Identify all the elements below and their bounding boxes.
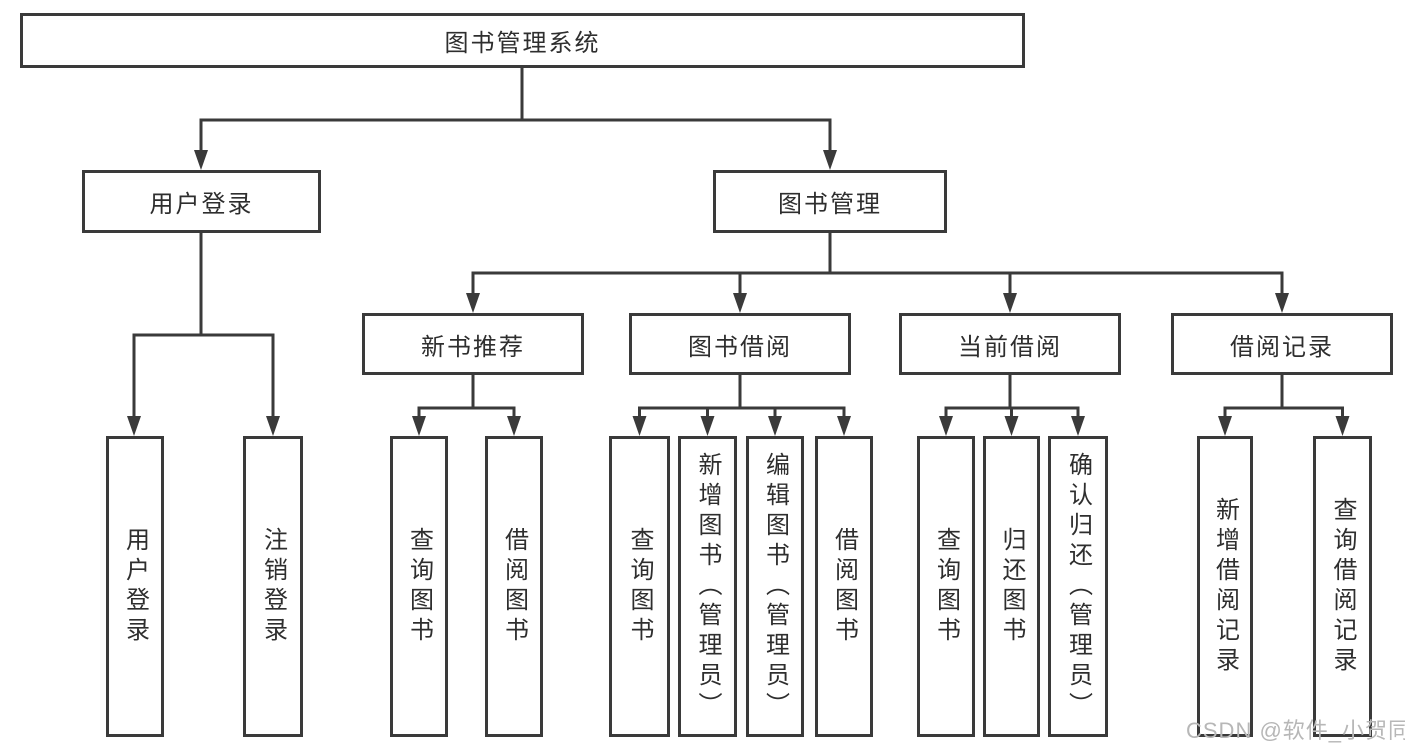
leaf-logout: 注销登录 (243, 436, 303, 737)
arrow-down-icon (823, 150, 837, 170)
node-label: 注销登录 (259, 526, 287, 647)
connector-records-to-leaves (1223, 375, 1344, 420)
node-current-borrowing: 当前借阅 (899, 313, 1121, 375)
node-library-management-system: 图书管理系统 (20, 13, 1025, 68)
arrow-down-icon (266, 416, 280, 436)
arrow-down-icon (939, 416, 953, 436)
node-user-login: 用户登录 (82, 170, 321, 233)
node-label: 编辑图书（管理员） (761, 451, 789, 722)
arrowheads (127, 150, 1350, 436)
node-label: 用户登录 (149, 191, 254, 218)
node-label: 查询图书 (405, 526, 433, 647)
node-book-borrowing: 图书借阅 (629, 313, 851, 375)
node-label: 查询图书 (626, 526, 653, 647)
leaf-query-books: 查询图书 (609, 436, 670, 737)
arrow-down-icon (1003, 293, 1017, 313)
node-label: 图书管理系统 (444, 30, 601, 57)
arrow-down-icon (1275, 293, 1289, 313)
connector-current-to-leaves (944, 375, 1080, 420)
connector-borrowing-to-leaves (638, 375, 846, 420)
arrow-down-icon (768, 416, 782, 436)
node-label: 确认归还（管理员） (1064, 451, 1092, 722)
arrow-down-icon (1335, 416, 1350, 436)
leaf-return-books: 归还图书 (983, 436, 1040, 737)
connector-newbooks-to-leaves (417, 375, 516, 420)
arrow-down-icon (700, 416, 715, 436)
arrow-down-icon (1071, 416, 1085, 436)
leaf-query-books: 查询图书 (917, 436, 975, 737)
arrow-down-icon (194, 150, 208, 170)
node-label: 用户登录 (121, 526, 149, 647)
leaf-query-borrow-record: 查询借阅记录 (1313, 436, 1372, 737)
arrow-down-icon (837, 416, 851, 436)
node-book-management: 图书管理 (713, 170, 947, 233)
leaf-confirm-return-admin: 确认归还（管理员） (1048, 436, 1108, 737)
node-label: 新增借阅记录 (1211, 496, 1239, 677)
node-label: 图书管理 (778, 191, 882, 218)
leaf-user-login: 用户登录 (106, 436, 164, 737)
node-label: 图书借阅 (688, 333, 792, 361)
node-label: 新书推荐 (421, 333, 525, 361)
node-label: 新增图书（管理员） (694, 451, 721, 722)
node-label: 借阅图书 (830, 526, 858, 647)
node-label: 借阅记录 (1230, 333, 1334, 361)
node-label: 借阅图书 (500, 526, 528, 647)
arrow-down-icon (127, 416, 141, 436)
leaf-borrow-books: 借阅图书 (485, 436, 543, 737)
node-label: 查询图书 (932, 526, 960, 647)
arrow-down-icon (507, 416, 521, 436)
arrow-down-icon (1004, 416, 1019, 436)
leaf-borrow-books: 借阅图书 (815, 436, 873, 737)
node-label: 当前借阅 (958, 333, 1062, 361)
leaf-edit-books-admin: 编辑图书（管理员） (746, 436, 804, 737)
arrow-down-icon (733, 293, 747, 313)
arrow-down-icon (632, 416, 647, 436)
leaf-query-books: 查询图书 (390, 436, 448, 737)
leaf-add-borrow-record: 新增借阅记录 (1197, 436, 1253, 737)
csdn-watermark: CSDN @软件_小贺同学 (1186, 718, 1405, 743)
node-borrowing-records: 借阅记录 (1171, 313, 1393, 375)
leaf-add-books-admin: 新增图书（管理员） (678, 436, 737, 737)
connector-bookmgmt-to-level3 (471, 233, 1284, 295)
connector-userlogin-to-leaves (132, 233, 275, 420)
arrow-down-icon (1218, 416, 1232, 436)
node-label: 查询借阅记录 (1329, 496, 1356, 677)
arrow-down-icon (466, 293, 480, 313)
node-label: 归还图书 (998, 526, 1025, 647)
arrow-down-icon (412, 416, 426, 436)
node-new-book-recommendation: 新书推荐 (362, 313, 584, 375)
connector-root-to-level2 (199, 68, 832, 152)
